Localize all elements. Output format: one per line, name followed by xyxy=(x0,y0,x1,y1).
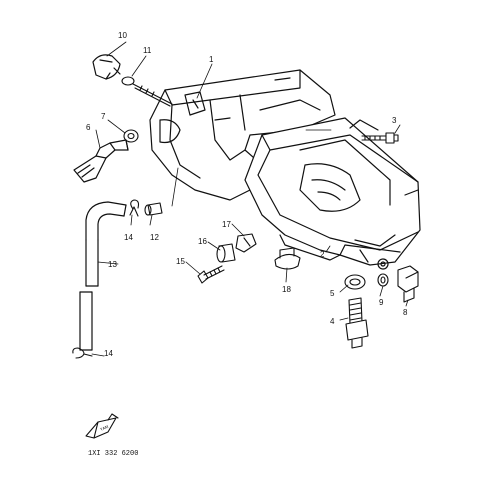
washer-5 xyxy=(344,274,366,290)
callout-17: 17 xyxy=(222,220,231,229)
hose-13 xyxy=(79,201,127,351)
callout-11: 11 xyxy=(143,46,152,55)
drain-bolt-8 xyxy=(397,265,419,303)
callout-13: 13 xyxy=(108,260,117,269)
cap-12 xyxy=(144,202,163,216)
o-ring-11 xyxy=(121,76,173,107)
callout-4: 4 xyxy=(330,317,335,326)
washer-7 xyxy=(123,129,139,143)
grommet-17 xyxy=(235,233,257,253)
callout-12: 12 xyxy=(150,233,159,242)
bolt-3 xyxy=(361,132,399,144)
callout-6: 6 xyxy=(86,123,91,132)
callout-16: 16 xyxy=(198,237,207,246)
callout-14-upper: 14 xyxy=(124,233,133,242)
part-code: 1XI 332 6200 xyxy=(88,450,138,458)
callout-15: 15 xyxy=(176,257,185,266)
leader-lines xyxy=(91,41,409,357)
cover-tray xyxy=(244,117,421,270)
yamaha-tag-badge xyxy=(85,413,119,439)
oil-tank-housing xyxy=(149,69,336,201)
badge-text: YAM xyxy=(99,424,109,432)
screw-15 xyxy=(197,265,225,284)
callout-14-lower: 14 xyxy=(104,349,113,358)
filler-cap-10 xyxy=(92,54,121,80)
callout-9: 9 xyxy=(379,298,384,307)
callout-3: 3 xyxy=(392,116,397,125)
clip-14-upper xyxy=(129,199,140,217)
callout-7: 7 xyxy=(101,112,106,121)
drain-valve-4 xyxy=(345,297,369,349)
callout-1: 1 xyxy=(209,55,214,64)
damper-18 xyxy=(274,247,301,270)
union-fitting-6 xyxy=(73,139,129,183)
callout-8: 8 xyxy=(403,308,408,317)
callout-5: 5 xyxy=(330,289,335,298)
callout-2: 2 xyxy=(320,250,325,259)
callout-10: 10 xyxy=(118,31,127,40)
callout-18: 18 xyxy=(282,285,291,294)
collar-16 xyxy=(216,243,236,263)
